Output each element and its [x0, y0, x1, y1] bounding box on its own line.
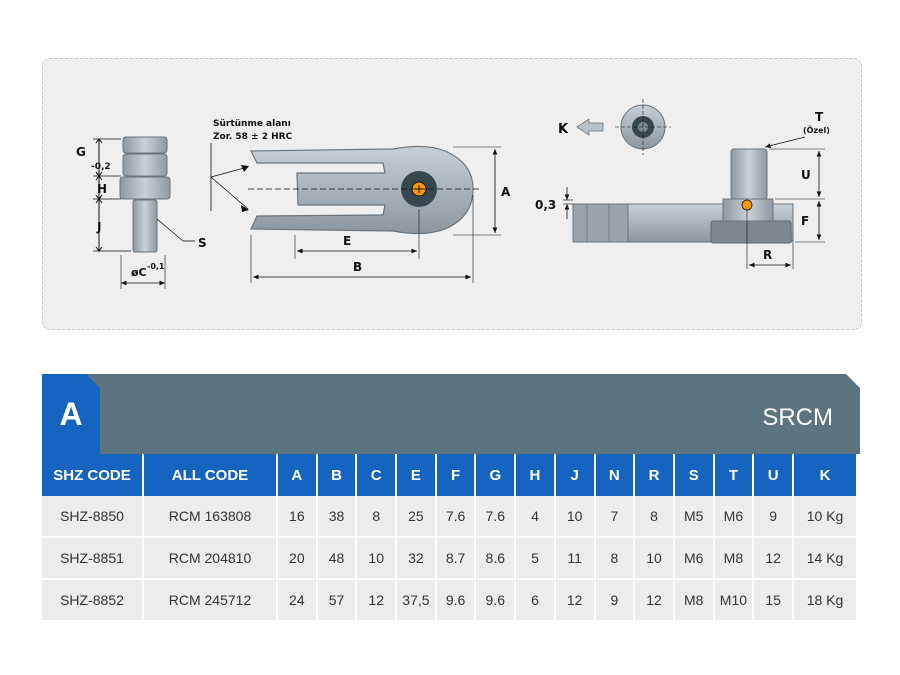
- table-cell: SHZ-8852: [42, 580, 142, 622]
- table-cell: 10: [357, 538, 396, 580]
- column-header: S: [674, 454, 713, 496]
- label-C: øC: [131, 266, 147, 279]
- table-cell: M6: [714, 496, 753, 538]
- table-cell: 20: [278, 538, 316, 580]
- column-header: H: [516, 454, 554, 496]
- label-J: J: [96, 220, 101, 234]
- top-view-fork: Sürtünme alanı Zor. 58 ± 2 HRC A E B: [210, 119, 511, 283]
- label-T: T: [815, 110, 824, 124]
- table-cell: 5: [516, 538, 554, 580]
- right-view: K 0,3 T (Özel) U F: [535, 99, 830, 269]
- label-B: B: [353, 260, 362, 274]
- table-cell: 12: [555, 580, 594, 622]
- column-header: SHZ CODE: [42, 454, 142, 496]
- label-H: H: [97, 182, 107, 196]
- table-cell: 15: [754, 580, 792, 622]
- table-cell: 8: [635, 496, 673, 538]
- table-cell: M5: [674, 496, 713, 538]
- table-cell: SHZ-8851: [42, 538, 142, 580]
- column-header: N: [595, 454, 634, 496]
- column-header: C: [357, 454, 396, 496]
- label-gap: 0,3: [535, 198, 556, 212]
- table-cell: 32: [397, 538, 435, 580]
- table-cell: 8: [595, 538, 634, 580]
- label-R: R: [763, 248, 772, 262]
- side-view-pin: G -0,2 H J S øC -0,1: [76, 136, 207, 289]
- table-cell: 25: [397, 496, 435, 538]
- direction-arrow-icon: [576, 118, 604, 136]
- table-cell: SHZ-8850: [42, 496, 142, 538]
- table-cell: 11: [555, 538, 594, 580]
- table-cell: 12: [635, 580, 673, 622]
- column-header: B: [317, 454, 356, 496]
- column-header: E: [397, 454, 435, 496]
- table-cell: 7.6: [476, 496, 515, 538]
- table-cell: 6: [516, 580, 554, 622]
- column-header: J: [555, 454, 594, 496]
- product-name: SRCM: [762, 404, 833, 431]
- label-G-tol: -0,2: [91, 162, 111, 172]
- table-cell: M6: [674, 538, 713, 580]
- table-cell: 7: [595, 496, 634, 538]
- label-T-note: (Özel): [803, 125, 830, 135]
- table-cell: 8: [357, 496, 396, 538]
- label-E: E: [343, 234, 351, 248]
- column-header: A: [278, 454, 316, 496]
- table-cell: 14 Kg: [794, 538, 856, 580]
- table-cell: 48: [317, 538, 356, 580]
- column-header: ALL CODE: [144, 454, 276, 496]
- table-cell: 9: [754, 496, 792, 538]
- column-header: K: [794, 454, 856, 496]
- table-cell: 18 Kg: [794, 580, 856, 622]
- surface-note-2: Zor. 58 ± 2 HRC: [213, 132, 293, 142]
- table-cell: 4: [516, 496, 554, 538]
- table-cell: 10 Kg: [794, 496, 856, 538]
- column-header: U: [754, 454, 792, 496]
- label-C-tol: -0,1: [147, 262, 165, 271]
- table-cell: 38: [317, 496, 356, 538]
- column-header: R: [635, 454, 673, 496]
- table-cell: 10: [635, 538, 673, 580]
- label-G: G: [76, 145, 86, 159]
- table-cell: 16: [278, 496, 316, 538]
- label-S: S: [198, 236, 207, 250]
- table-cell: 8.6: [476, 538, 515, 580]
- column-header: G: [476, 454, 515, 496]
- section-letter: A: [59, 395, 83, 432]
- table-cell: RCM 204810: [144, 538, 276, 580]
- table-cell: 24: [278, 580, 316, 622]
- table-cell: 12: [754, 538, 792, 580]
- label-A: A: [501, 185, 511, 199]
- label-F: F: [801, 214, 809, 228]
- surface-note-1: Sürtünme alanı: [213, 119, 291, 129]
- section-header: [42, 374, 860, 454]
- technical-drawing: G -0,2 H J S øC -0,1 Sürtünme alanı Zor.…: [42, 58, 862, 330]
- table-cell: 9: [595, 580, 634, 622]
- table-cell: RCM 245712: [144, 580, 276, 622]
- table-cell: RCM 163808: [144, 496, 276, 538]
- column-header: T: [714, 454, 753, 496]
- table-cell: 7.6: [436, 496, 475, 538]
- drawing-svg: G -0,2 H J S øC -0,1 Sürtünme alanı Zor.…: [76, 99, 830, 289]
- table-cell: 57: [317, 580, 356, 622]
- table-cell: M10: [714, 580, 753, 622]
- column-header: F: [436, 454, 475, 496]
- table-cell: 10: [555, 496, 594, 538]
- table-cell: 37,5: [397, 580, 435, 622]
- label-K: K: [558, 122, 569, 137]
- table-cell: 12: [357, 580, 396, 622]
- table-cell: 9.6: [476, 580, 515, 622]
- table-cell: 9.6: [436, 580, 475, 622]
- table-cell: M8: [714, 538, 753, 580]
- label-U: U: [801, 168, 811, 182]
- table-cell: M8: [674, 580, 713, 622]
- table-cell: 8.7: [436, 538, 475, 580]
